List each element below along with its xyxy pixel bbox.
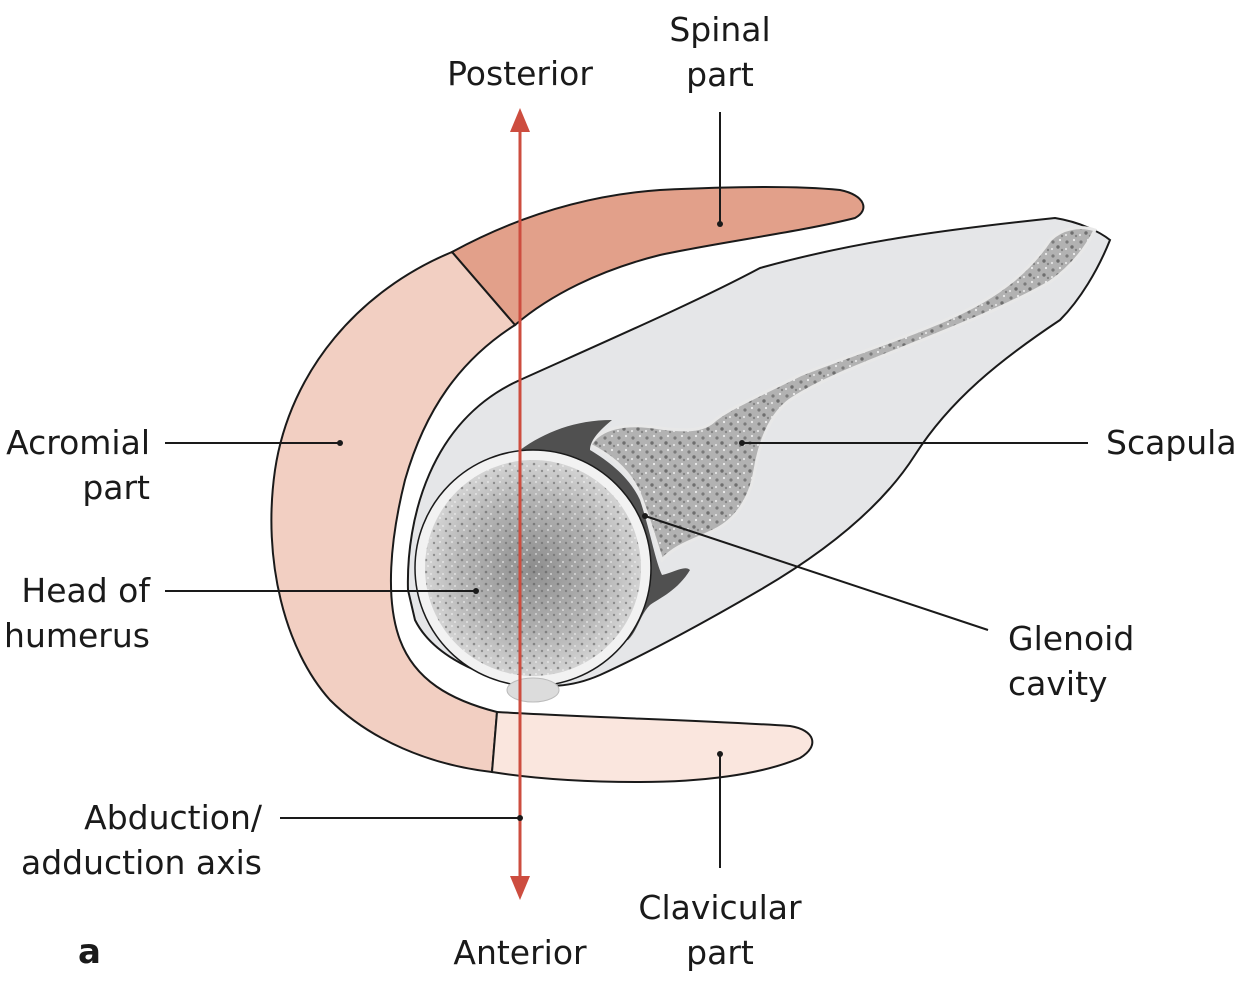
label-glenoid-cavity: Glenoid cavity [1008, 616, 1208, 706]
leader-glenoid [644, 515, 989, 631]
label-posterior: Posterior [447, 54, 593, 93]
acromial-part-muscle [270, 250, 517, 774]
label-spinal-line2: part [686, 55, 754, 94]
label-glenoid-line2: cavity [1008, 664, 1108, 703]
leader-lines [165, 112, 1088, 868]
label-head-line1: Head of [21, 571, 150, 610]
label-acromial-line1: Acromial [6, 423, 150, 462]
label-scapula: Scapula [1106, 423, 1237, 462]
label-head-of-humerus: Head of humerus [0, 568, 150, 658]
label-clavicular-line2: part [686, 933, 754, 972]
scapula-spongy-bone [587, 226, 1098, 563]
leader-dots [337, 221, 745, 821]
label-acromial-line2: part [82, 468, 150, 507]
label-head-line2: humerus [4, 616, 150, 655]
label-acromial-part: Acromial part [0, 420, 150, 510]
label-axis-line1: Abduction/ [84, 798, 262, 837]
axis-arrow-down [510, 876, 530, 900]
label-anterior: Anterior [453, 933, 587, 972]
label-glenoid-line1: Glenoid [1008, 619, 1135, 658]
label-clavicular-part: Clavicular part [610, 885, 830, 975]
label-spinal-part: Spinal part [620, 7, 820, 97]
humeral-head-texture [425, 460, 641, 676]
humeral-neck-nub [506, 677, 560, 703]
label-spinal-line1: Spinal [669, 10, 771, 49]
label-axis-line2: adduction axis [21, 843, 262, 882]
clavicular-part-muscle [490, 710, 814, 784]
label-abduction-axis: Abduction/ adduction axis [0, 795, 262, 885]
axis-arrow-up [510, 108, 530, 132]
figure-letter: a [78, 932, 101, 972]
label-clavicular-line1: Clavicular [638, 888, 802, 927]
spinal-part-muscle [450, 186, 865, 327]
